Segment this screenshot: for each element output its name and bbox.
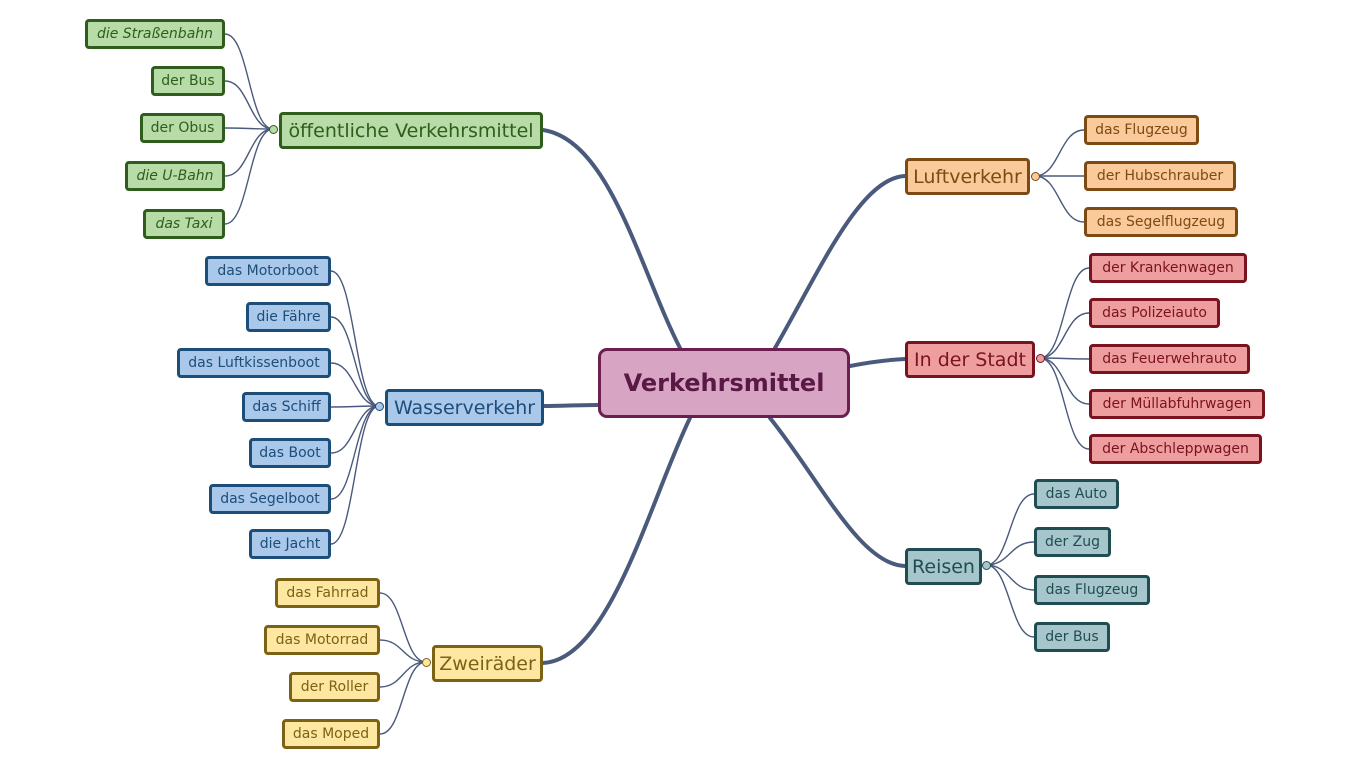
leaf-der-abschleppwagen[interactable]: der Abschleppwagen [1089,434,1262,464]
leaf-link [1039,357,1090,360]
leaf-die-faehre[interactable]: die Fähre [246,302,331,332]
leaf-der-obus[interactable]: der Obus [140,113,225,143]
leaf-link [330,316,380,407]
branch-connector-dot [422,658,431,667]
leaf-link [330,362,380,407]
branch-connector-dot [982,561,991,570]
leaf-das-fahrrad[interactable]: das Fahrrad [275,578,380,608]
leaf-link [985,541,1035,566]
leaf-die-strassenbahn[interactable]: die Straßenbahn [85,19,225,49]
leaf-link [379,639,427,663]
leaf-link [224,33,274,130]
leaf-das-schiff[interactable]: das Schiff [242,392,331,422]
leaf-der-krankenwagen[interactable]: der Krankenwagen [1089,253,1247,283]
leaf-link [379,661,427,735]
leaf-der-hubschrauber[interactable]: der Hubschrauber [1084,161,1236,191]
branch-connector-dot [1036,354,1045,363]
leaf-link [1039,357,1090,405]
leaf-der-bus[interactable]: der Bus [151,66,225,96]
leaf-link [1034,175,1085,223]
leaf-link [330,405,380,545]
root-link [768,416,907,568]
leaf-das-boot[interactable]: das Boot [249,438,331,468]
leaf-link [330,405,380,454]
branch-luftverkehr[interactable]: Luftverkehr [905,158,1030,195]
leaf-das-taxi[interactable]: das Taxi [143,209,225,239]
leaf-der-muellabfuhrwagen[interactable]: der Müllabfuhrwagen [1089,389,1265,419]
leaf-link [330,405,380,408]
branch-reisen[interactable]: Reisen [905,548,982,585]
root-node[interactable]: Verkehrsmittel [598,348,850,418]
leaf-die-u-bahn[interactable]: die U-Bahn [125,161,225,191]
leaf-link [1039,357,1090,450]
leaf-link [224,80,274,130]
leaf-das-feuerwehrauto[interactable]: das Feuerwehrauto [1089,344,1250,374]
leaf-link [1039,267,1090,359]
branch-connector-dot [1031,172,1040,181]
root-link [541,128,682,350]
branch-connector-dot [269,125,278,134]
leaf-der-zug[interactable]: der Zug [1034,527,1111,557]
root-link [848,357,907,368]
branch-in-der-stadt[interactable]: In der Stadt [905,341,1035,378]
leaf-link [224,128,274,225]
leaf-link [224,128,274,177]
leaf-der-roller[interactable]: der Roller [289,672,380,702]
leaf-das-segelboot[interactable]: das Segelboot [209,484,331,514]
leaf-das-segelflugzeug[interactable]: das Segelflugzeug [1084,207,1238,237]
leaf-link [1039,312,1090,359]
leaf-link [985,493,1035,566]
leaf-das-flugzeug[interactable]: das Flugzeug [1084,115,1199,145]
branch-connector-dot [375,402,384,411]
leaf-link [224,127,274,130]
leaf-das-moped[interactable]: das Moped [282,719,380,749]
root-link [541,416,692,665]
leaf-link [379,592,427,663]
branch-oeffentliche-verkehrsmittel[interactable]: öffentliche Verkehrsmittel [279,112,543,149]
branch-zweiraeder[interactable]: Zweiräder [432,645,543,682]
leaf-das-polizeiauto[interactable]: das Polizeiauto [1089,298,1220,328]
leaf-das-luftkissenboot[interactable]: das Luftkissenboot [177,348,331,378]
leaf-das-flugzeug-2[interactable]: das Flugzeug [1034,575,1150,605]
leaf-die-jacht[interactable]: die Jacht [249,529,331,559]
leaf-das-motorrad[interactable]: das Motorrad [264,625,380,655]
leaf-das-motorboot[interactable]: das Motorboot [205,256,331,286]
leaf-der-bus-2[interactable]: der Bus [1034,622,1110,652]
leaf-link [985,564,1035,591]
branch-wasserverkehr[interactable]: Wasserverkehr [385,389,544,426]
leaf-link [985,564,1035,638]
leaf-link [1034,129,1085,177]
leaf-link [330,405,380,500]
leaf-link [379,661,427,688]
leaf-link [330,270,380,407]
leaf-das-auto[interactable]: das Auto [1034,479,1119,509]
root-link [542,403,600,408]
root-link [773,174,907,350]
